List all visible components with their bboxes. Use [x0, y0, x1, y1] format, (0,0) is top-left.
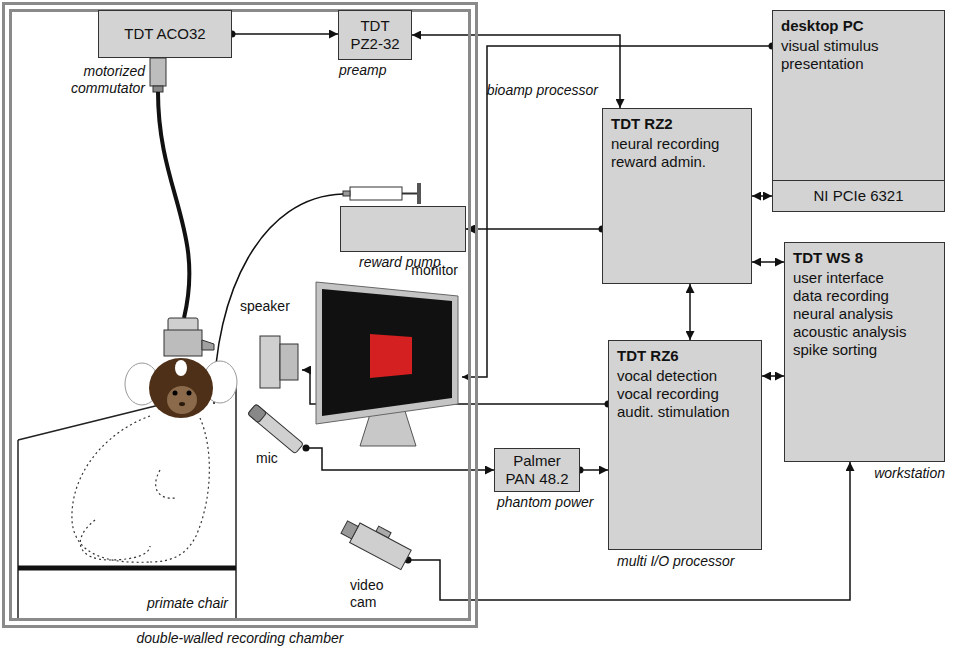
monkey-head [149, 358, 213, 418]
part-label: preamp [339, 62, 386, 79]
part-label: motorized commutator [55, 63, 145, 97]
box-heading: TDT RZ2 [611, 115, 743, 133]
part-label: primate chair [147, 595, 228, 612]
connector [580, 469, 608, 471]
box-body: vocal detection vocal recording audit. s… [617, 367, 739, 421]
monkey-body [72, 416, 150, 562]
workstation-box: TDT WS 8 user interface data recording ne… [784, 242, 945, 462]
chair-seat [18, 566, 236, 571]
monitor-bezel [316, 282, 458, 424]
processor-box: TDT RZ2neural recording reward admin.bio… [602, 108, 752, 284]
connector-dot [303, 445, 310, 452]
box-label: TDT ACO32 [124, 25, 205, 43]
primate-chair: primate chair [18, 386, 236, 618]
monkey-eye [173, 391, 178, 396]
chair-outline [18, 386, 236, 619]
processor-box: TDT RZ6 vocal detection vocal recording a… [608, 340, 762, 550]
part-label: speaker [240, 298, 290, 315]
part-label: phantom power [497, 494, 594, 511]
box-body: neural recording reward admin. [611, 135, 735, 171]
hardware-box: TDT PZ2-32preamp [338, 10, 412, 60]
node-shape [312, 262, 462, 448]
monitor-figure: monitor [312, 262, 462, 448]
box-heading: TDT RZ6 [617, 347, 753, 365]
connector [306, 448, 494, 470]
monkey-body [150, 418, 209, 562]
computer-box: desktop PC visual stimulus presentationNI… [772, 10, 945, 212]
forehead-blaze [175, 360, 187, 376]
headcap-plug [202, 340, 214, 350]
monitor-screen [322, 289, 452, 416]
syringe-plunger [402, 193, 418, 195]
connector [689, 284, 691, 340]
part-label: mic [256, 450, 278, 467]
mic-figure: mic [250, 400, 306, 468]
camera-body [350, 523, 412, 570]
part-label: monitor [411, 262, 458, 279]
hardware-box: TDT ACO32motorized commutator [98, 10, 232, 58]
speaker-figure: speaker [240, 298, 302, 392]
box-label: Palmer PAN 48.2 [501, 452, 573, 488]
chamber-label: double-walled recording chamber [2, 630, 478, 647]
connector [752, 195, 772, 197]
visual-stimulus [370, 334, 412, 378]
camera-figure: video cam [348, 515, 408, 612]
power-box: Palmer PAN 48.2phantom power [494, 448, 580, 492]
commutator-body [150, 58, 166, 86]
connector [462, 46, 772, 377]
syringe-handle [417, 183, 421, 204]
syringe-barrel [350, 187, 402, 200]
mic-body [248, 404, 304, 454]
pump-box: reward pump [340, 206, 466, 252]
monkey-eye [187, 391, 192, 396]
box-body: user interface data recording neural ana… [793, 269, 913, 359]
speaker-body [260, 336, 280, 388]
headcap [164, 330, 202, 356]
part-label: workstation [874, 465, 945, 482]
box-label: NI PCIe 6321 [813, 187, 903, 205]
box-body: visual stimulus presentation [781, 37, 903, 73]
monkey-nose [179, 402, 185, 406]
monkey-arm [156, 470, 176, 498]
tether-cable [158, 92, 189, 318]
part-label: multi I/O processor [617, 553, 734, 570]
part-label: bioamp processor [487, 82, 598, 99]
part-label: video cam [350, 577, 394, 611]
monkey-leg [80, 520, 150, 560]
mic-grille [248, 404, 267, 423]
syringe-nozzle [343, 191, 350, 196]
speaker-front [280, 344, 298, 380]
connector [752, 261, 784, 263]
box-heading: TDT WS 8 [793, 249, 936, 267]
connector [232, 33, 338, 35]
box-heading: desktop PC [781, 17, 936, 35]
commutator-tip [153, 86, 163, 92]
chair-outline [17, 440, 19, 619]
connector [762, 375, 784, 377]
box-label: TDT PZ2-32 [347, 17, 403, 53]
interface-card: NI PCIe 6321 [772, 180, 945, 212]
recording-chamber: double-walled recording chamberTDT ACO32… [2, 2, 478, 628]
monkey-face [167, 386, 197, 414]
camera-lens [341, 521, 358, 539]
